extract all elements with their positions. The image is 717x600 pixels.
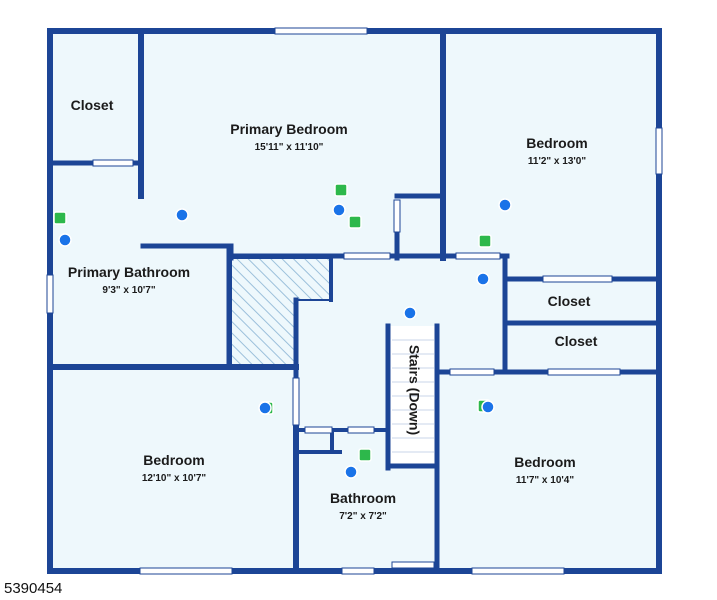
room-label-bedroom-se: Bedroom [514, 454, 575, 470]
room-label-closet-nw: Closet [71, 97, 114, 113]
green-marker-icon[interactable] [348, 215, 362, 229]
blue-marker-icon[interactable] [481, 400, 495, 414]
stair-treads [392, 339, 434, 453]
listing-id: 5390454 [4, 580, 63, 597]
blue-marker-icon[interactable] [58, 233, 72, 247]
room-dims-bedroom-se: 11'7" x 10'4" [516, 475, 574, 486]
blue-marker-icon[interactable] [403, 306, 417, 320]
room-label-primary-bathroom: Primary Bathroom [68, 264, 190, 280]
room-label-bedroom-sw: Bedroom [143, 452, 204, 468]
room-dims-primary-bedroom: 15'11" x 11'10" [255, 142, 324, 153]
room-label-closet-e1: Closet [548, 293, 591, 309]
blue-marker-icon[interactable] [344, 465, 358, 479]
blue-marker-icon[interactable] [258, 401, 272, 415]
windows [46, 27, 663, 575]
room-label-primary-bedroom: Primary Bedroom [230, 121, 347, 137]
room-label-bedroom-ne: Bedroom [526, 135, 587, 151]
room-dims-bedroom-sw: 12'10" x 10'7" [142, 473, 207, 484]
green-marker-icon[interactable] [478, 234, 492, 248]
room-label-stairs: Stairs (Down) [406, 345, 422, 435]
blue-marker-icon[interactable] [498, 198, 512, 212]
blue-marker-icon[interactable] [175, 208, 189, 222]
blue-markers [58, 198, 512, 479]
room-dims-bathroom: 7'2" x 7'2" [339, 511, 387, 522]
blue-marker-icon[interactable] [332, 203, 346, 217]
room-label-closet-e2: Closet [555, 333, 598, 349]
green-marker-icon[interactable] [53, 211, 67, 225]
blue-marker-icon[interactable] [476, 272, 490, 286]
room-label-bathroom: Bathroom [330, 490, 396, 506]
room-dims-primary-bathroom: 9'3" x 10'7" [102, 285, 155, 296]
floor-area [50, 30, 660, 572]
floor-register [391, 561, 435, 569]
room-dims-bedroom-ne: 11'2" x 13'0" [528, 156, 586, 167]
green-marker-icon[interactable] [358, 448, 372, 462]
green-marker-icon[interactable] [334, 183, 348, 197]
